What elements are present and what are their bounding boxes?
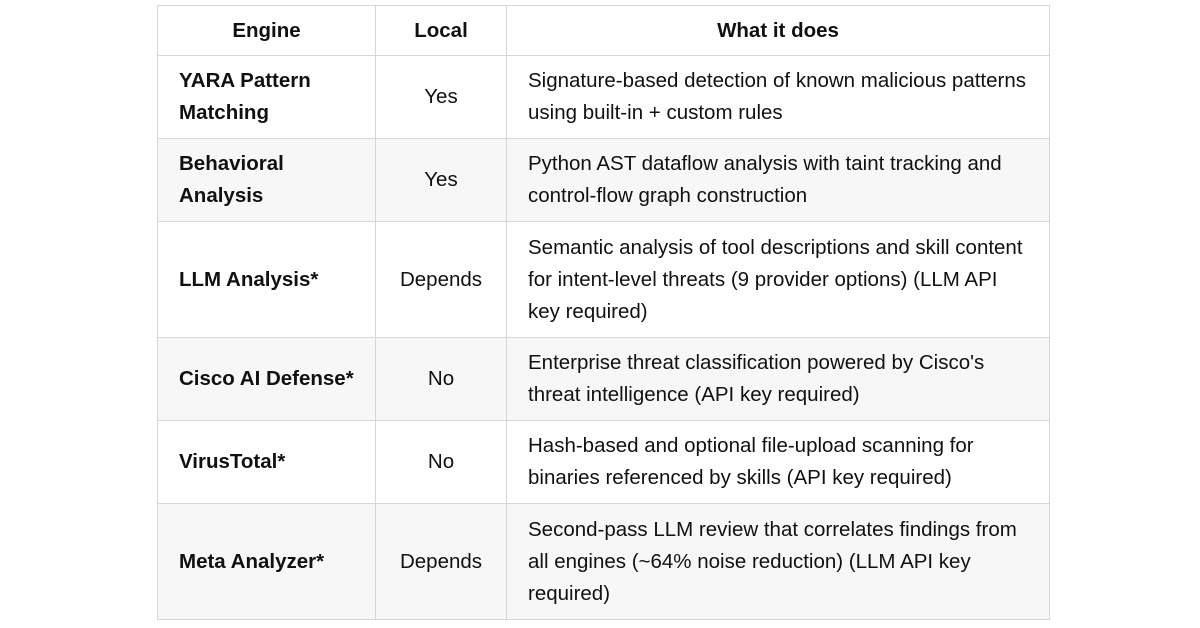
table-row: YARA Pattern Matching Yes Signature-base… bbox=[157, 55, 1050, 139]
description-cell: Semantic analysis of tool descriptions a… bbox=[506, 221, 1050, 338]
header-row: Engine Local What it does bbox=[157, 5, 1050, 56]
local-cell: No bbox=[375, 420, 507, 504]
local-cell: Depends bbox=[375, 503, 507, 620]
table-row: Cisco AI Defense* No Enterprise threat c… bbox=[157, 337, 1050, 421]
description-cell: Signature-based detection of known malic… bbox=[506, 55, 1050, 139]
engine-name-cell: Cisco AI Defense* bbox=[157, 337, 376, 421]
engine-name-cell: Behavioral Analysis bbox=[157, 138, 376, 222]
table-body: YARA Pattern Matching Yes Signature-base… bbox=[157, 55, 1050, 620]
engine-name-cell: VirusTotal* bbox=[157, 420, 376, 504]
table-row: Behavioral Analysis Yes Python AST dataf… bbox=[157, 138, 1050, 222]
description-cell: Python AST dataflow analysis with taint … bbox=[506, 138, 1050, 222]
table-row: Meta Analyzer* Depends Second-pass LLM r… bbox=[157, 503, 1050, 620]
local-cell: Depends bbox=[375, 221, 507, 338]
engine-column-header: Engine bbox=[157, 5, 376, 56]
engines-table: Engine Local What it does YARA Pattern M… bbox=[157, 5, 1050, 620]
engine-name-cell: Meta Analyzer* bbox=[157, 503, 376, 620]
table-header: Engine Local What it does bbox=[157, 5, 1050, 56]
engine-name-cell: LLM Analysis* bbox=[157, 221, 376, 338]
table-row: VirusTotal* No Hash-based and optional f… bbox=[157, 420, 1050, 504]
description-cell: Enterprise threat classification powered… bbox=[506, 337, 1050, 421]
local-cell: Yes bbox=[375, 138, 507, 222]
table-row: LLM Analysis* Depends Semantic analysis … bbox=[157, 221, 1050, 338]
description-cell: Hash-based and optional file-upload scan… bbox=[506, 420, 1050, 504]
engine-name-cell: YARA Pattern Matching bbox=[157, 55, 376, 139]
local-cell: No bbox=[375, 337, 507, 421]
description-column-header: What it does bbox=[506, 5, 1050, 56]
local-cell: Yes bbox=[375, 55, 507, 139]
description-cell: Second-pass LLM review that correlates f… bbox=[506, 503, 1050, 620]
local-column-header: Local bbox=[375, 5, 507, 56]
